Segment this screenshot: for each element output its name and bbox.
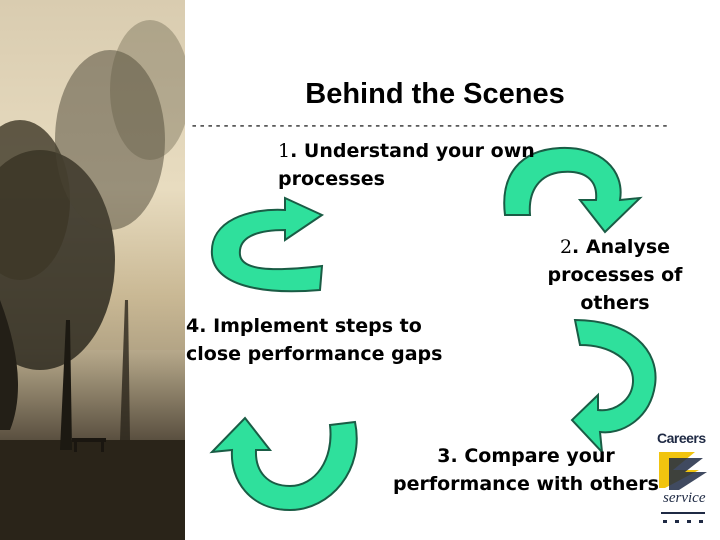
step-text: . Implement steps to close performance g… <box>186 315 443 365</box>
step-number: 1 <box>278 140 291 162</box>
step-implement-steps: 4. Implement steps to close performance … <box>186 312 446 368</box>
title-divider: ----------------------------------------… <box>190 118 670 134</box>
logo-chevron-icon <box>659 452 707 490</box>
step-compare-performance: 3. Compare your performance with others <box>376 442 676 498</box>
logo-word-careers: Careers <box>657 430 706 446</box>
arrow-step3-to-step4 <box>209 416 358 512</box>
step-text: . Analyse processes of others <box>547 236 683 314</box>
step-number: 4 <box>186 315 200 337</box>
step-text: . Understand your own processes <box>278 140 535 190</box>
step-number: 2 <box>559 236 573 258</box>
arrow-step1-to-step2 <box>503 146 643 234</box>
step-number: 3 <box>437 445 451 467</box>
arrow-step2-to-step3 <box>570 318 657 455</box>
step-text: . Compare your performance with others <box>393 445 659 495</box>
careers-service-logo: Careers service <box>655 430 715 530</box>
step-understand-processes: 1. Understand your own processes <box>278 137 538 193</box>
logo-fineprint-icon <box>661 512 705 523</box>
arrow-step4-to-step1 <box>210 196 325 293</box>
logo-word-service: service <box>663 490 706 506</box>
step-analyse-processes: 2. Analyse processes of others <box>530 233 700 317</box>
lake-photo <box>0 0 185 540</box>
slide-title: Behind the Scenes <box>305 78 565 110</box>
